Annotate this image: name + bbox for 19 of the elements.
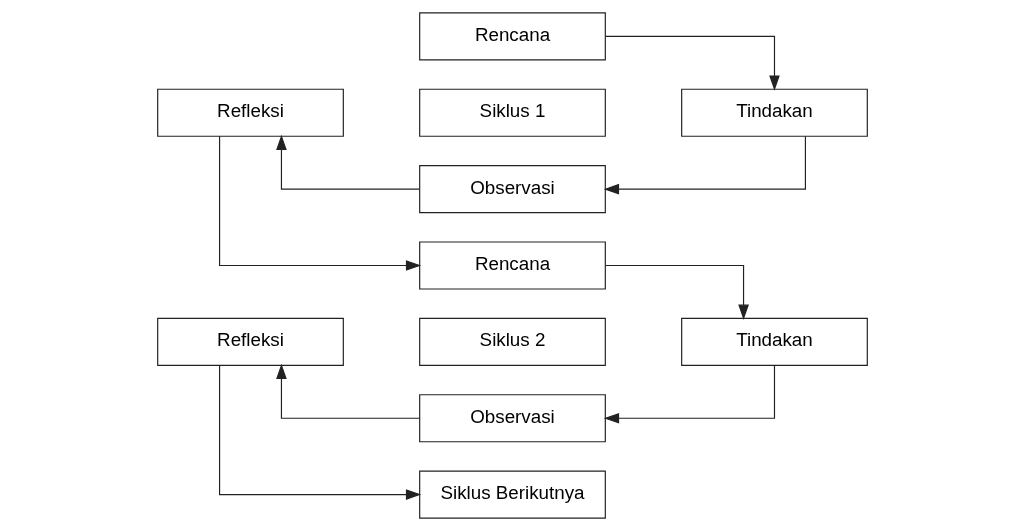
node-box: Rencana: [418, 12, 606, 61]
arrow: [604, 264, 749, 320]
node-box: Tindakan: [680, 317, 868, 366]
node-box: Rencana: [418, 241, 606, 290]
arrow: [218, 364, 421, 500]
node-box: Refleksi: [156, 317, 344, 366]
node-box: Siklus 1: [418, 88, 606, 137]
arrow: [603, 135, 806, 195]
arrow: [275, 134, 420, 190]
arrow: [603, 365, 775, 424]
node-box: Siklus Berikutnya: [418, 470, 606, 519]
node-box: Refleksi: [156, 88, 344, 137]
node-box: Siklus 2: [418, 317, 606, 366]
arrow: [275, 363, 420, 419]
node-box: Observasi: [418, 165, 606, 214]
arrow: [604, 35, 780, 91]
arrow: [218, 135, 421, 271]
node-box: Tindakan: [680, 88, 868, 137]
node-box: Observasi: [418, 394, 606, 443]
